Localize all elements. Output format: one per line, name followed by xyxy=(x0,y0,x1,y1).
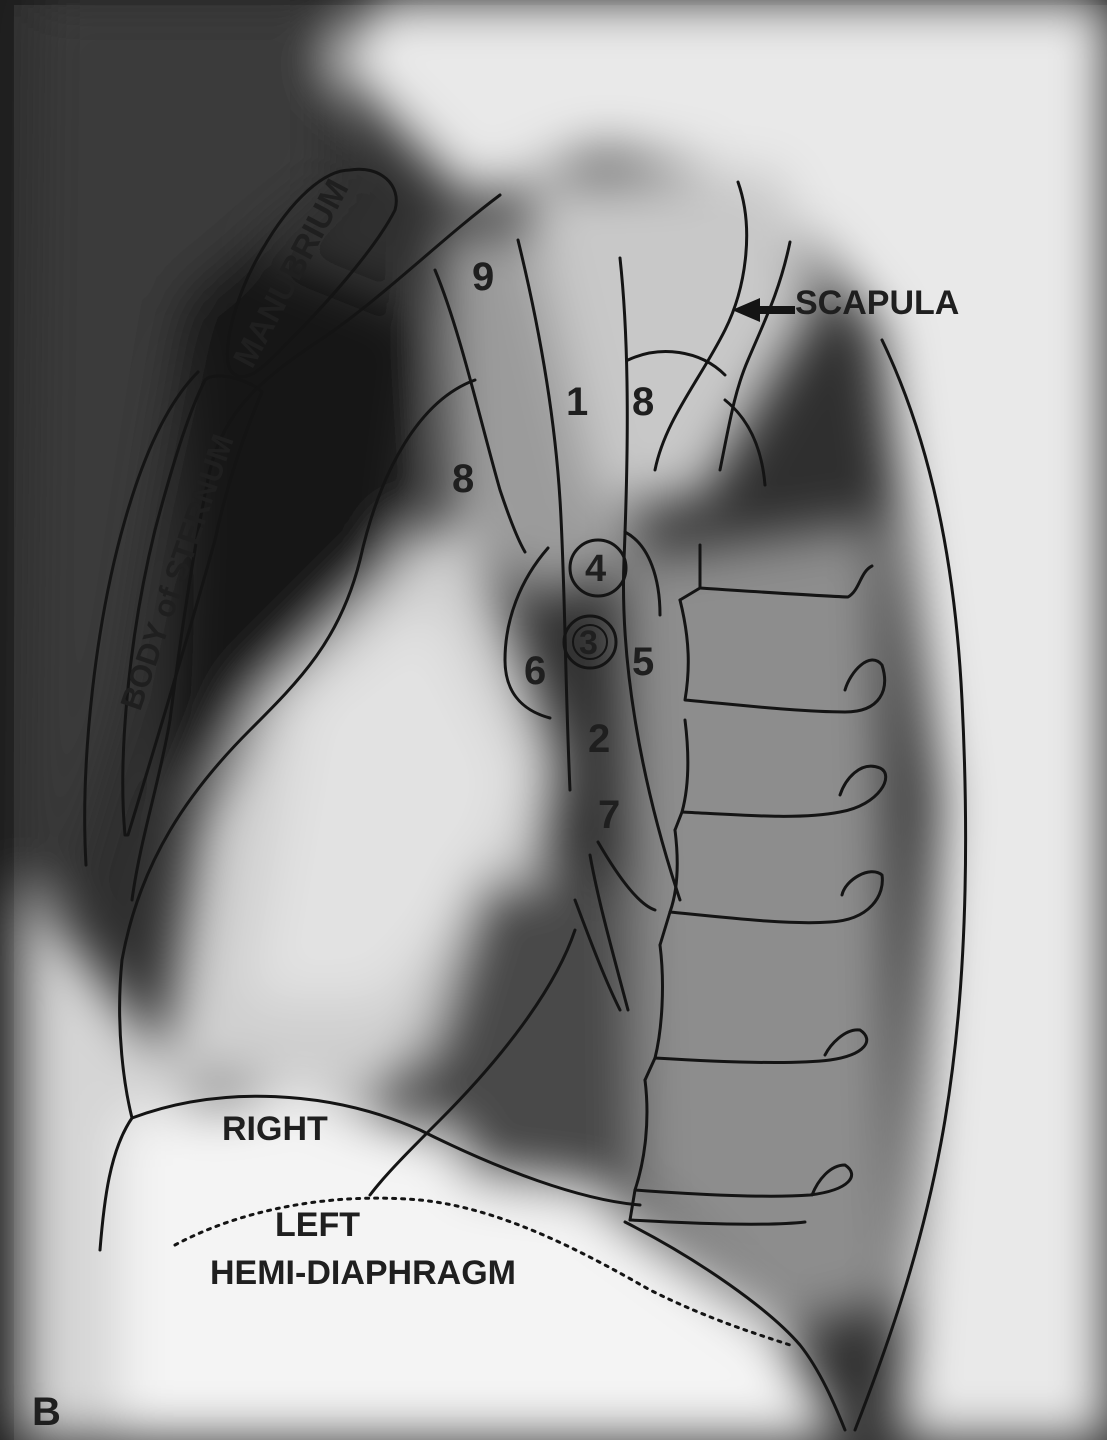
label-4: 4 xyxy=(585,548,606,590)
label-8-upper: 8 xyxy=(632,380,654,424)
label-2: 2 xyxy=(588,717,610,761)
label-3: 3 xyxy=(579,624,598,662)
label-7: 7 xyxy=(598,793,620,837)
label-1: 1 xyxy=(566,380,588,424)
panel-letter: B xyxy=(32,1390,61,1434)
label-8-left: 8 xyxy=(452,457,474,501)
label-5: 5 xyxy=(632,640,654,684)
scapula-label: SCAPULA xyxy=(795,284,959,322)
hemi-diaphragm-label: HEMI-DIAPHRAGM xyxy=(210,1254,516,1292)
label-9: 9 xyxy=(472,255,494,299)
left-label: LEFT xyxy=(275,1206,360,1244)
label-6: 6 xyxy=(524,649,546,693)
right-label: RIGHT xyxy=(222,1110,328,1148)
